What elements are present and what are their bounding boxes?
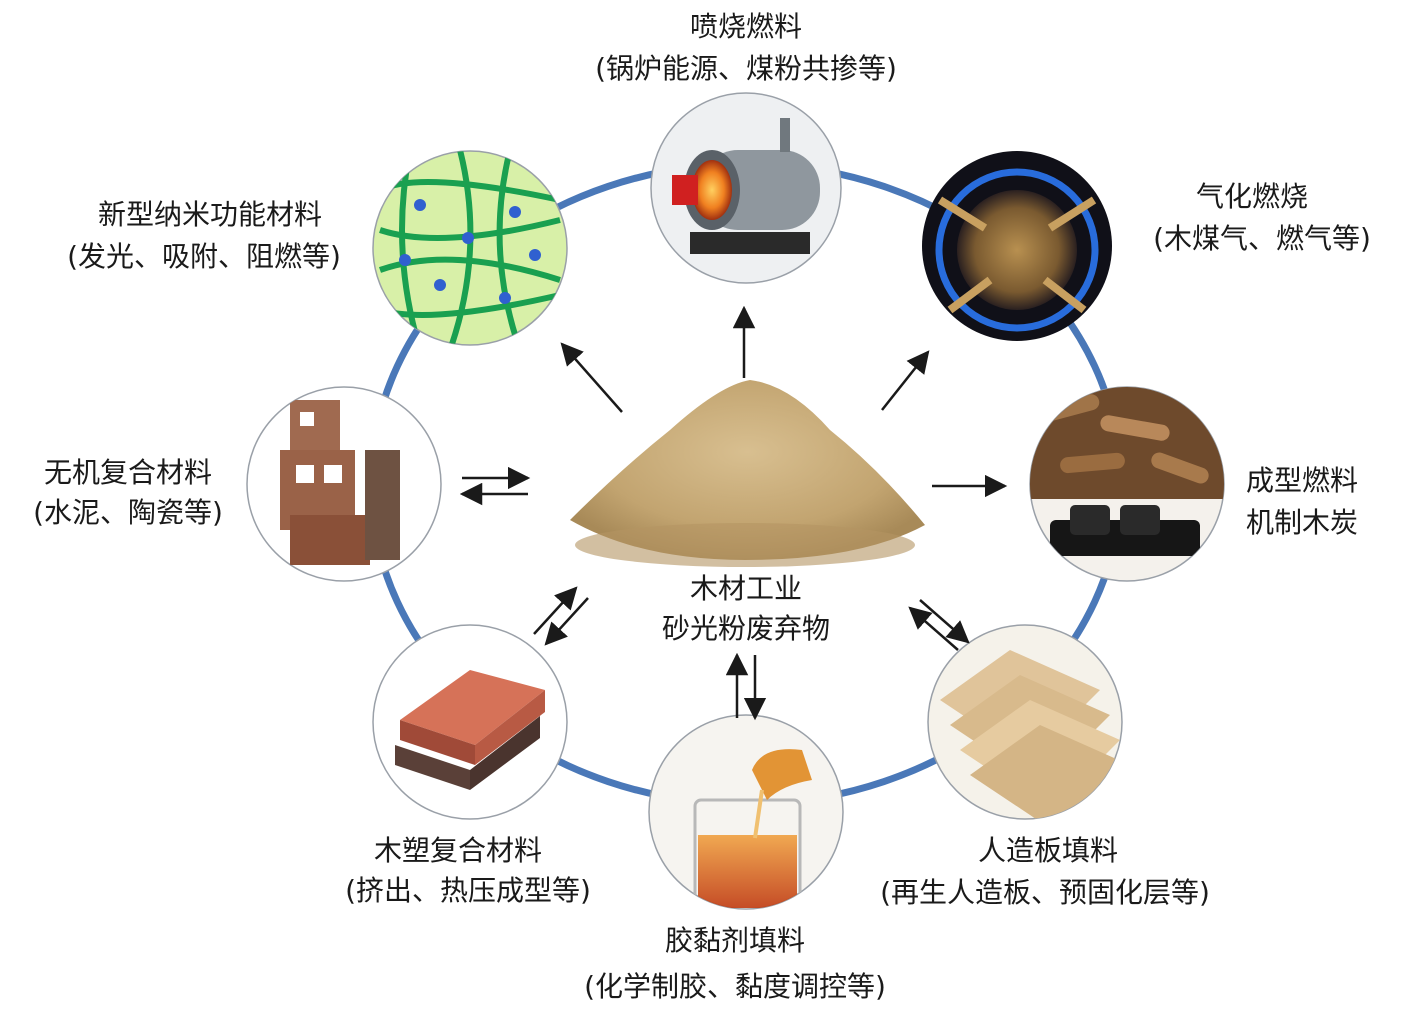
- boiler-image: [650, 92, 842, 284]
- nano-detail: (发光、吸附、阻燃等): [67, 240, 341, 273]
- sawdust-pile-image: [570, 380, 925, 567]
- pellets-charcoal-image: [1029, 386, 1225, 582]
- panel-title: 人造板填料: [978, 834, 1118, 867]
- center-label-line2: 砂光粉废弃物: [662, 612, 830, 645]
- gas-burner-image: [922, 151, 1112, 341]
- inorganic-title: 无机复合材料: [44, 456, 212, 489]
- arrow-from-wpc: [533, 586, 578, 635]
- gasification-title: 气化燃烧: [1196, 180, 1308, 213]
- spray-title: 喷烧燃料: [690, 10, 802, 43]
- briquette-title: 成型燃料: [1246, 464, 1358, 497]
- wood-panels-image: [927, 624, 1123, 820]
- adhesive-title: 胶黏剂填料: [665, 924, 805, 957]
- inorganic-detail: (水泥、陶瓷等): [33, 496, 223, 529]
- nano-title: 新型纳米功能材料: [98, 198, 322, 231]
- arrow-from-panel: [908, 606, 959, 651]
- briquette-detail: 机制木炭: [1246, 506, 1358, 539]
- wpc-decking-image: [372, 624, 568, 820]
- panel-detail: (再生人造板、预固化层等): [880, 876, 1210, 909]
- nanomaterial-image: [372, 150, 568, 346]
- wpc-title: 木塑复合材料: [374, 834, 542, 867]
- arrow-to-nano: [560, 342, 623, 413]
- inorganic-blocks-image: [246, 386, 442, 582]
- center-label-line1: 木材工业: [690, 572, 802, 605]
- adhesive-detail: (化学制胶、黏度调控等): [584, 970, 886, 1003]
- arrow-to-gasification: [881, 350, 930, 411]
- gasification-detail: (木煤气、燃气等): [1153, 222, 1371, 255]
- wpc-detail: (挤出、热压成型等): [345, 874, 591, 907]
- arrow-to-wpc: [544, 597, 589, 646]
- spray-detail: (锅炉能源、煤粉共掺等): [595, 52, 897, 85]
- arrow-to-panel: [919, 599, 970, 644]
- adhesive-beaker-image: [648, 714, 844, 910]
